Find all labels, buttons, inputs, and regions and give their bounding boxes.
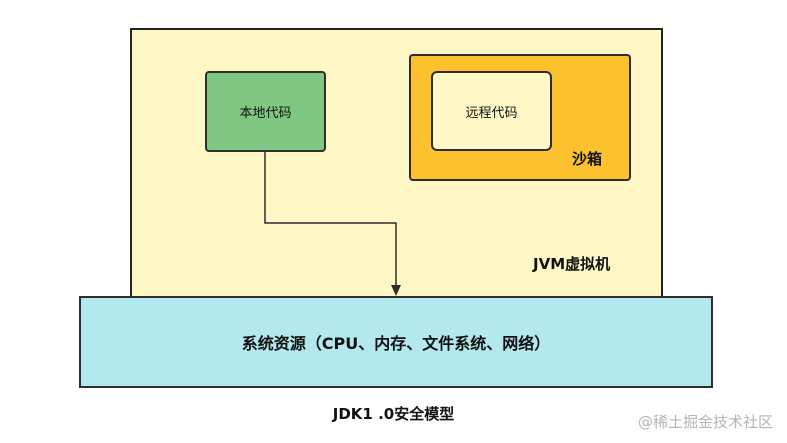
local-code-label: 本地代码 [239,106,292,121]
jvm-label: JVM虚拟机 [533,255,611,273]
local-code-box: 本地代码 [205,71,326,152]
remote-code-box: 远程代码 [431,71,552,151]
system-resources-label: 系统资源（CPU、内存、文件系统、网络） [241,334,551,353]
sandbox-label: 沙箱 [572,150,603,168]
remote-code-label: 远程代码 [465,105,518,121]
local-to-system-arrow-line [264,152,397,288]
system-resources-box: 系统资源（CPU、内存、文件系统、网络） [79,296,713,388]
diagram-caption: JDK1 .0安全模型 [332,405,455,423]
arrow-head-icon [391,285,401,296]
watermark-text: @稀土掘金技术社区 [637,413,773,431]
